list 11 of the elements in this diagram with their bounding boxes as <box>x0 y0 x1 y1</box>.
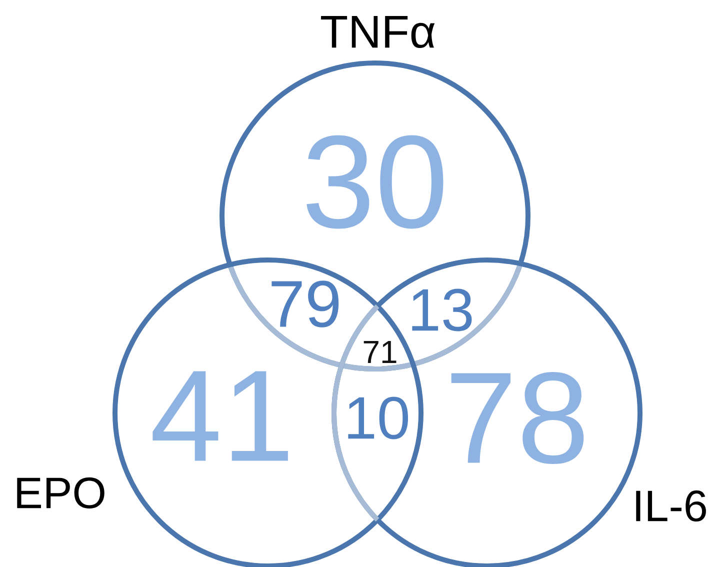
set-label: TNFα <box>321 16 435 48</box>
set-label: IL-6 <box>636 490 706 522</box>
overlap-count: 71 <box>364 341 396 363</box>
region-count: 41 <box>152 371 288 461</box>
region-count: 30 <box>306 135 444 229</box>
set-label: EPO <box>17 477 104 509</box>
overlap-count: 13 <box>412 288 472 332</box>
region-count: 78 <box>451 372 584 464</box>
overlap-count: 79 <box>272 280 339 328</box>
venn-circle <box>220 60 530 372</box>
overlap-count: 10 <box>348 396 408 440</box>
